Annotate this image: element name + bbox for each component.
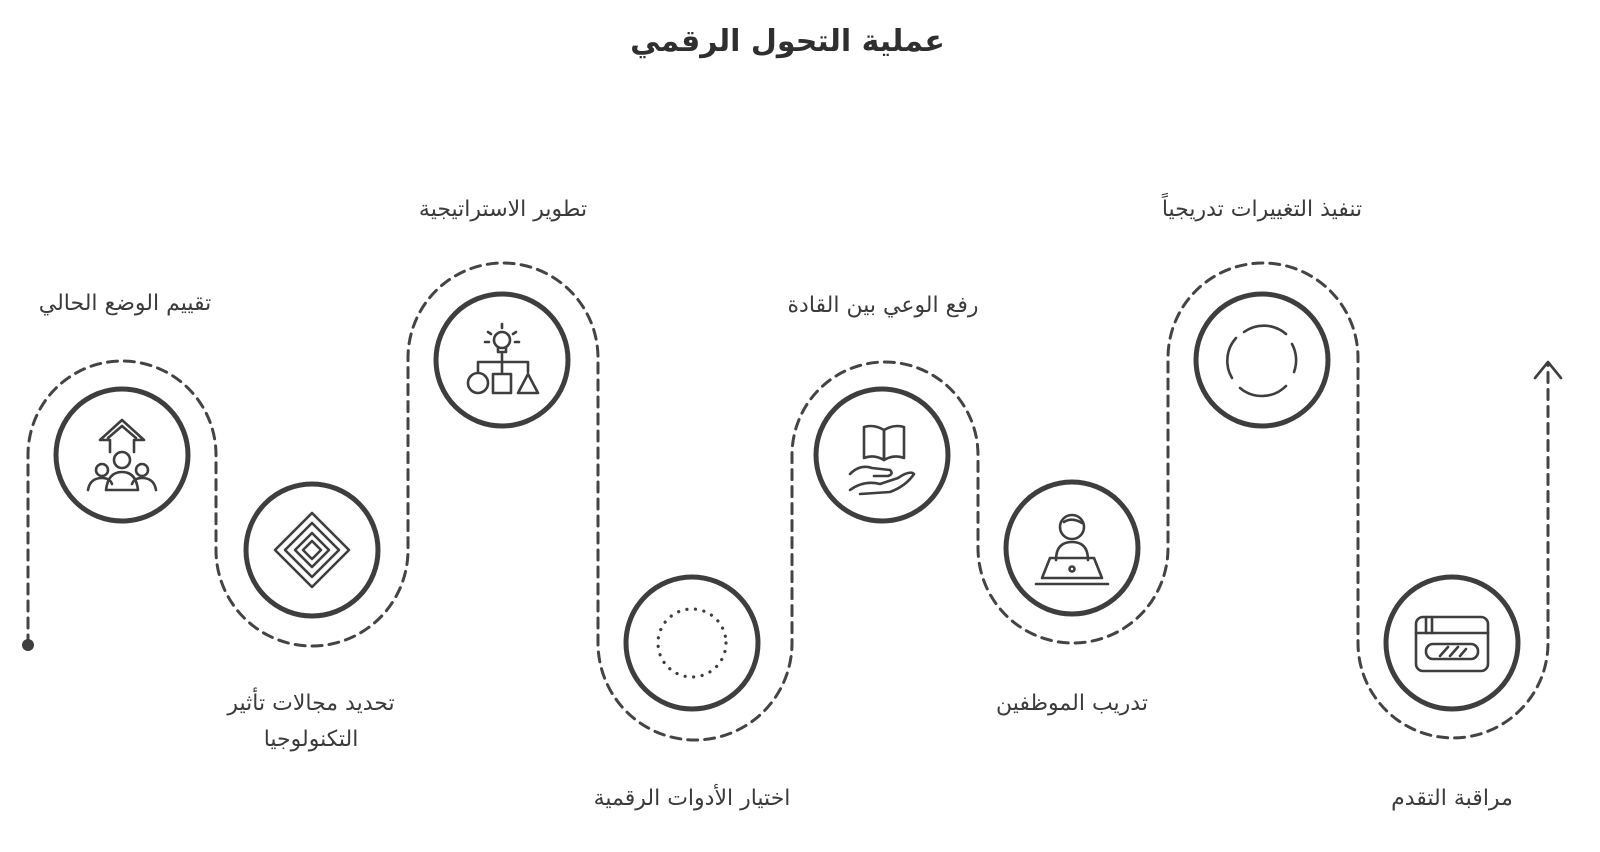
step-5-label: رفع الوعي بين القادة <box>787 293 979 318</box>
step-2-node <box>243 481 381 619</box>
step-8-label: مراقبة التقدم <box>1391 786 1513 811</box>
book-in-hand-icon <box>848 424 916 496</box>
winding-path <box>26 261 1550 742</box>
path-end-arrow <box>1533 360 1563 380</box>
step-4-label: اختيار الأدوات الرقمية <box>593 786 791 811</box>
progress-window-icon <box>1414 615 1490 673</box>
layered-diamond-icon <box>273 511 351 589</box>
path-start-dot <box>22 639 34 651</box>
step-1-label: تقييم الوضع الحالي <box>38 291 212 316</box>
dotted-circle-icon <box>656 607 728 679</box>
dashed-circle-icon <box>1226 324 1298 398</box>
diagram-title: عملية التحول الرقمي <box>630 24 945 59</box>
person-laptop-icon <box>1034 513 1110 586</box>
step-1-node <box>53 386 191 524</box>
step-4-node <box>623 574 761 712</box>
step-5-node <box>813 386 951 524</box>
team-growth-icon <box>86 418 158 492</box>
step-2-label: تحديد مجالات تأثير التكنولوجيا <box>227 691 395 752</box>
step-3-label: تطوير الاستراتيجية <box>418 197 588 222</box>
step-6-label: تدريب الموظفين <box>996 691 1148 716</box>
step-8-node <box>1383 574 1521 712</box>
step-3-node <box>433 291 571 429</box>
step-7-node <box>1193 291 1331 429</box>
step-7-label: تنفيذ التغييرات تدريجياً <box>1161 197 1363 222</box>
step-6-node <box>1003 479 1141 617</box>
strategy-shapes-icon <box>466 322 540 395</box>
